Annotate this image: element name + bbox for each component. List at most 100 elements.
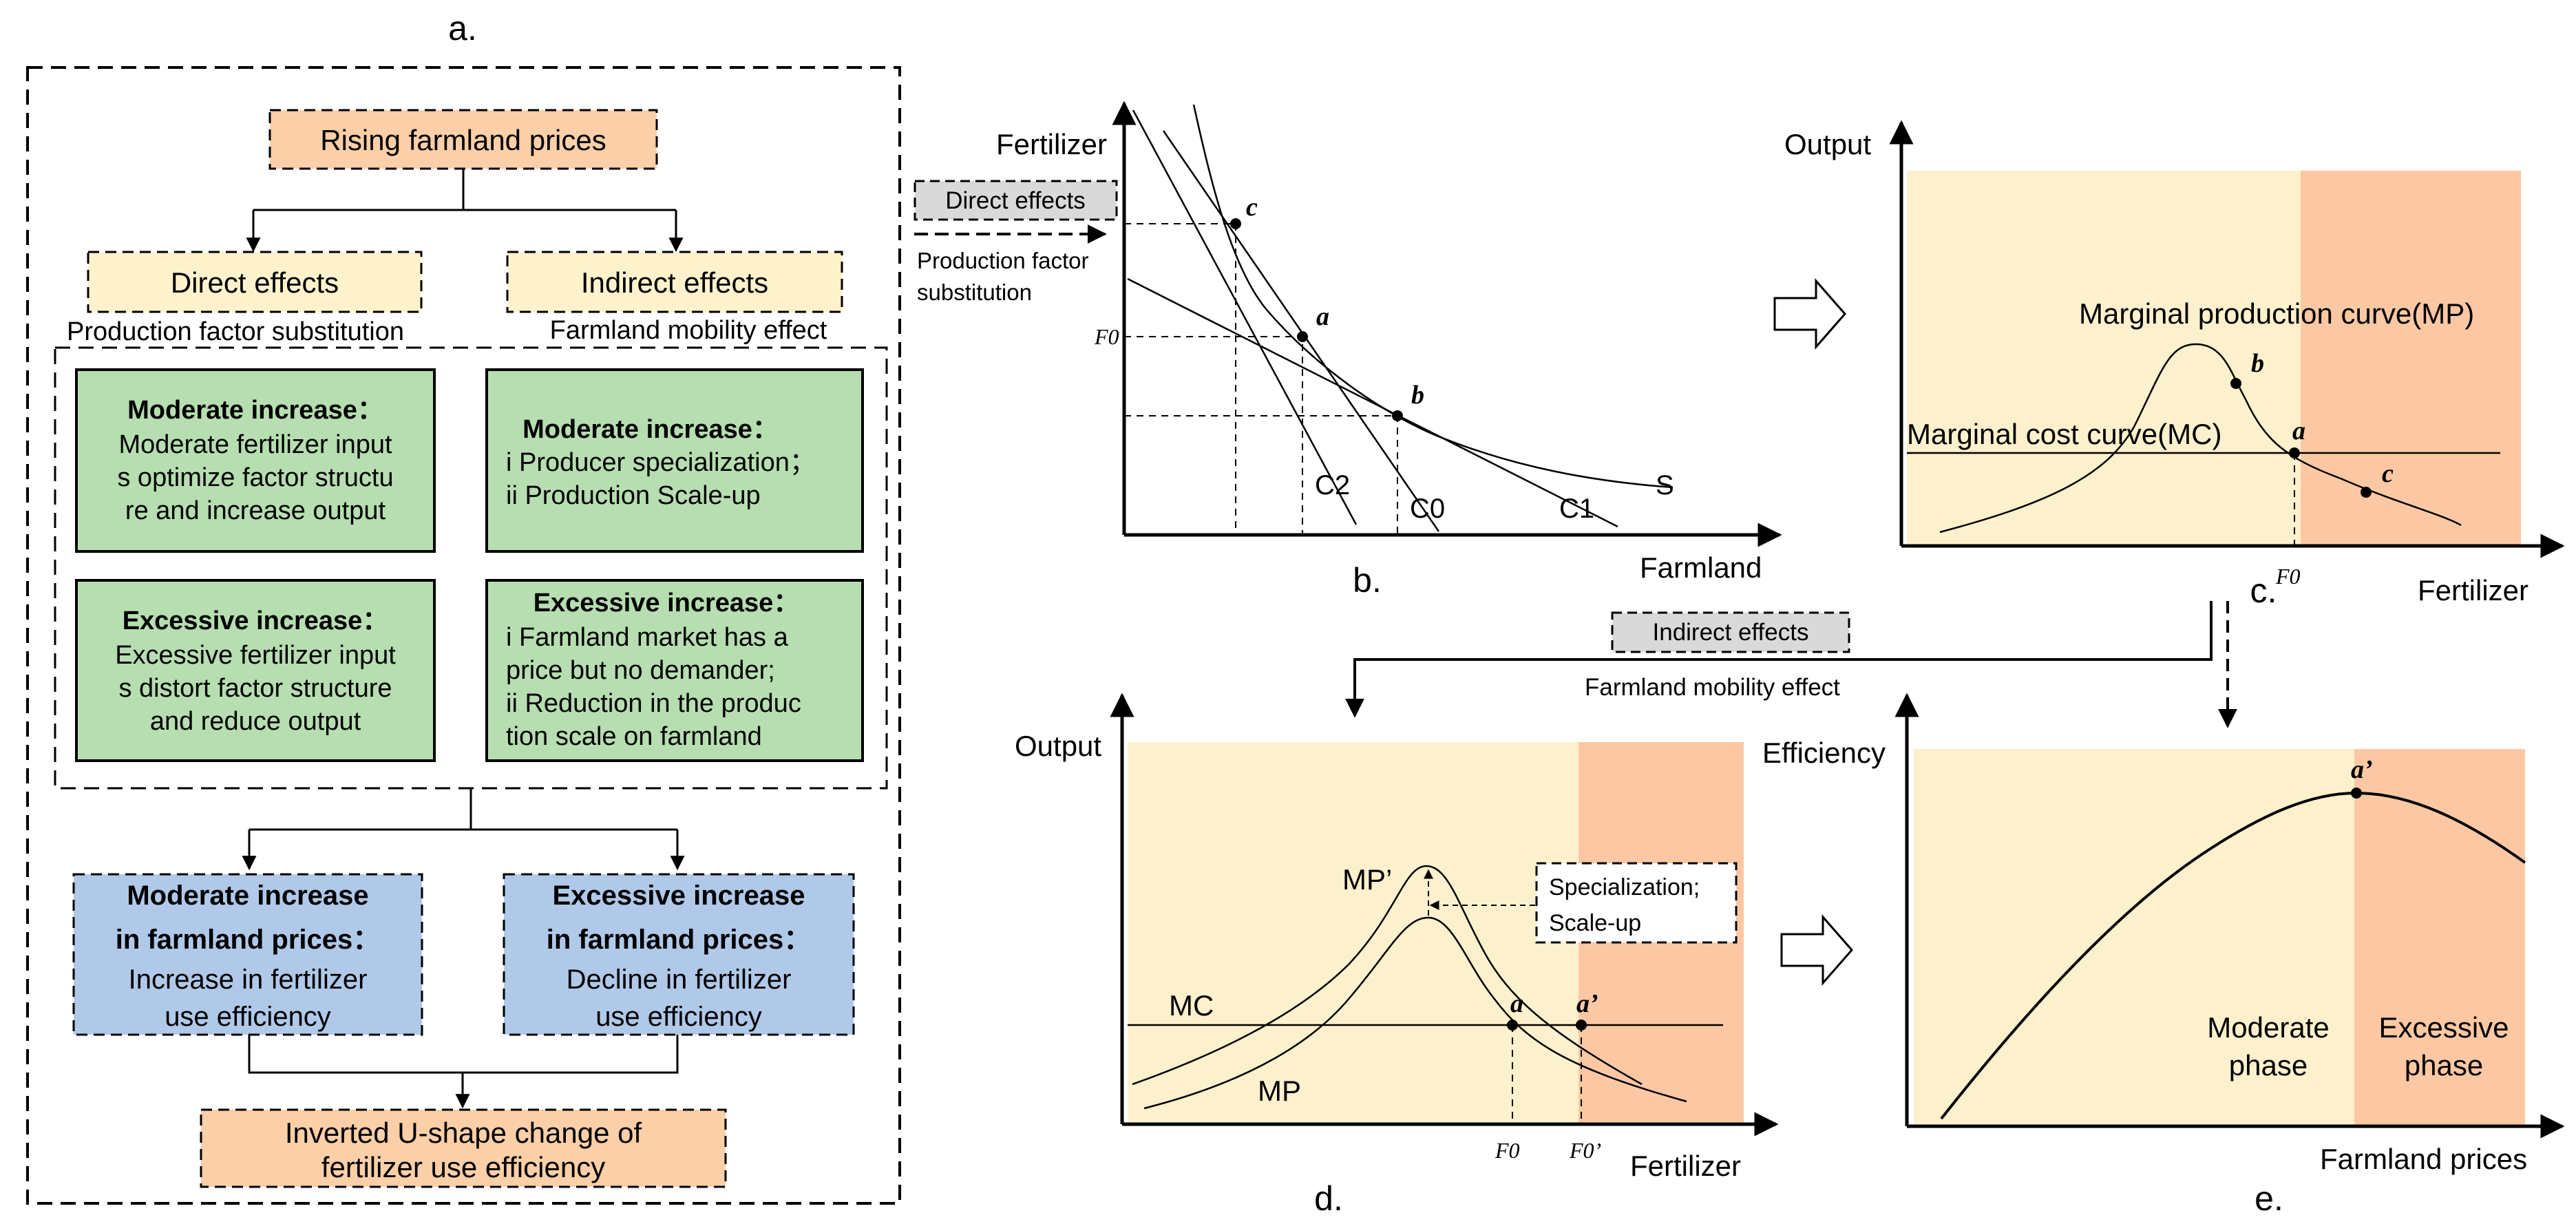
flow-direct: Direct effects Production factor substit… bbox=[914, 180, 1118, 305]
svg-text:Inverted U-shape change of: Inverted U-shape change of bbox=[285, 1117, 642, 1149]
box-indirect-excessive bbox=[485, 579, 864, 762]
panel-e: a’ Moderate phase Excessive phase Effici… bbox=[1762, 693, 2565, 1218]
direct-effects-text: Direct effects bbox=[171, 266, 339, 299]
svg-text:phase: phase bbox=[2229, 1049, 2308, 1081]
point-a bbox=[1297, 331, 1308, 342]
pfs-label: Production factor substitution bbox=[67, 317, 404, 346]
svg-text:S: S bbox=[1656, 470, 1674, 500]
svg-text:tion scale on farmland: tion scale on farmland bbox=[506, 722, 762, 751]
middle-connector bbox=[248, 788, 679, 862]
panel-b-label: b. bbox=[1353, 561, 1382, 600]
svg-text:c: c bbox=[2382, 459, 2394, 488]
flow-indirect: Indirect effects Farmland mobility effec… bbox=[1345, 601, 2237, 728]
b-f0: F0 bbox=[1094, 324, 1119, 349]
hollow-arrow-b-c bbox=[1773, 278, 1846, 350]
c-mp-curve bbox=[1939, 343, 2462, 534]
e-xlabel: Farmland prices bbox=[2320, 1143, 2527, 1175]
svg-text:a’: a’ bbox=[1576, 989, 1598, 1018]
hollow-arrow-d-e bbox=[1780, 914, 1853, 986]
d-bg-moderate bbox=[1128, 742, 1579, 1124]
box-direct-moderate bbox=[75, 368, 436, 553]
line-c1 bbox=[1127, 277, 1618, 528]
c-bg-moderate bbox=[1907, 171, 2301, 546]
svg-text:F0: F0 bbox=[2275, 564, 2301, 589]
box-indirect-excessive-title: Excessive increase： bbox=[534, 589, 800, 618]
c-mc-label: Marginal cost curve(MC) bbox=[1907, 418, 2221, 450]
svg-text:ii Reduction in the produc: ii Reduction in the produc bbox=[506, 689, 801, 718]
svg-text:in farmland prices：: in farmland prices： bbox=[116, 925, 381, 955]
svg-text:b: b bbox=[2251, 349, 2264, 378]
svg-text:ii Production Scale-up: ii Production Scale-up bbox=[506, 481, 761, 510]
svg-text:s distort factor structure: s distort factor structure bbox=[118, 674, 392, 703]
svg-text:C1: C1 bbox=[1559, 494, 1594, 524]
svg-text:a: a bbox=[2292, 416, 2305, 445]
fme-label: Farmland mobility effect bbox=[550, 316, 827, 345]
svg-text:a: a bbox=[1510, 989, 1523, 1018]
svg-text:use efficiency: use efficiency bbox=[595, 1002, 762, 1032]
svg-text:substitution: substitution bbox=[917, 279, 1032, 305]
line-c2 bbox=[1132, 109, 1358, 525]
svg-text:Farmland mobility effect: Farmland mobility effect bbox=[1585, 674, 1840, 701]
panel-d-label: d. bbox=[1314, 1179, 1343, 1218]
svg-text:Excessive increase: Excessive increase bbox=[553, 880, 805, 911]
e-point-a-prime bbox=[2351, 788, 2362, 799]
c-point-c bbox=[2361, 487, 2372, 498]
panel-e-label: e. bbox=[2255, 1179, 2283, 1218]
box-indirect-moderate bbox=[485, 368, 864, 553]
svg-text:MP’: MP’ bbox=[1342, 863, 1392, 896]
line-c0 bbox=[1162, 130, 1440, 532]
svg-text:F0’: F0’ bbox=[1569, 1138, 1601, 1163]
svg-text:Direct effects: Direct effects bbox=[945, 187, 1086, 214]
svg-text:Moderate fertilizer input: Moderate fertilizer input bbox=[118, 430, 392, 459]
c-xlabel: Fertilizer bbox=[2418, 574, 2529, 606]
svg-text:Moderate: Moderate bbox=[2207, 1011, 2329, 1044]
box-direct-excessive-title: Excessive increase： bbox=[123, 606, 389, 635]
panel-a-label: a. bbox=[448, 9, 477, 48]
c-mp-label: Marginal production curve(MP) bbox=[2079, 297, 2474, 330]
panel-a: a. Rising farmland prices Direct effects… bbox=[26, 9, 901, 1205]
svg-text:fertilizer use efficiency: fertilizer use efficiency bbox=[321, 1151, 605, 1183]
rising-farmland-text: Rising farmland prices bbox=[320, 124, 606, 156]
svg-text:Decline in fertilizer: Decline in fertilizer bbox=[567, 964, 792, 995]
svg-text:Production factor: Production factor bbox=[917, 248, 1088, 273]
svg-text:a: a bbox=[1316, 302, 1329, 331]
svg-text:MP: MP bbox=[1258, 1075, 1301, 1107]
svg-text:Excessive fertilizer input: Excessive fertilizer input bbox=[115, 641, 396, 670]
panel-c-label: c. bbox=[2250, 571, 2277, 610]
indirect-effects-tag bbox=[1611, 611, 1850, 653]
svg-text:C2: C2 bbox=[1315, 470, 1350, 500]
svg-text:price but no demander;: price but no demander; bbox=[506, 656, 775, 685]
c-bg-excessive bbox=[2301, 171, 2521, 546]
point-c bbox=[1230, 218, 1241, 229]
panel-b: c a b F0 C2 C0 C1 S Fertilizer Farmland … bbox=[996, 101, 1782, 600]
svg-text:and reduce output: and reduce output bbox=[150, 707, 361, 736]
svg-text:s optimize factor structu: s optimize factor structu bbox=[117, 463, 393, 492]
svg-text:F0: F0 bbox=[1495, 1138, 1520, 1163]
svg-text:i Farmland market has a: i Farmland market has a bbox=[506, 623, 789, 652]
svg-text:use efficiency: use efficiency bbox=[165, 1002, 331, 1032]
d-mp-curve bbox=[1143, 916, 1687, 1110]
box-direct-moderate-title: Moderate increase： bbox=[127, 396, 383, 425]
indirect-effects-text: Indirect effects bbox=[581, 266, 768, 299]
direct-effects-box bbox=[87, 251, 423, 313]
svg-text:Increase in fertilizer: Increase in fertilizer bbox=[129, 964, 368, 995]
blue-box-excessive bbox=[503, 873, 855, 1036]
d-point-a bbox=[1507, 1020, 1518, 1031]
e-efficiency-curve bbox=[1940, 791, 2526, 1120]
c-point-b bbox=[2230, 378, 2241, 389]
d-ylabel: Output bbox=[1015, 730, 1101, 762]
b-ylabel: Fertilizer bbox=[996, 128, 1107, 160]
svg-text:Specialization;: Specialization; bbox=[1549, 874, 1700, 900]
point-b bbox=[1392, 410, 1403, 421]
svg-text:Scale-up: Scale-up bbox=[1549, 910, 1641, 936]
d-specialization-box bbox=[1535, 862, 1738, 944]
e-ylabel: Efficiency bbox=[1762, 737, 1886, 769]
d-point-a-prime bbox=[1576, 1020, 1587, 1031]
indirect-solid-arrow bbox=[1345, 601, 2213, 718]
d-xlabel: Fertilizer bbox=[1630, 1150, 1741, 1182]
panel-a-frame bbox=[26, 66, 901, 1205]
svg-text:b: b bbox=[1411, 381, 1424, 410]
panel-c: b a c Marginal production curve(MP) Marg… bbox=[1784, 120, 2565, 610]
svg-text:a’: a’ bbox=[2351, 755, 2373, 784]
